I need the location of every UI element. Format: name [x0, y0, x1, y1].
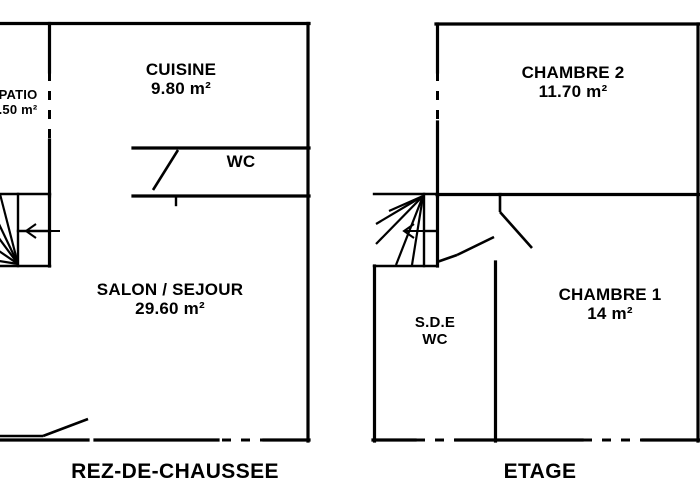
room-label-patio: PATIO .50 m²	[0, 87, 54, 117]
room-area-cuisine: 9.80 m²	[151, 79, 211, 99]
room-name-salon: SALON / SEJOUR	[96, 280, 244, 299]
room-area-salon: 29.60 m²	[135, 299, 205, 319]
room-area-chambre2: 11.70 m²	[538, 82, 608, 102]
room-label-wc: WC	[186, 152, 296, 171]
room-name-chambre2: CHAMBRE 2	[521, 63, 625, 82]
room-name-cuisine: CUISINE	[145, 60, 217, 79]
stair-treads-ground	[0, 193, 20, 266]
room-area-sde: WC	[422, 330, 448, 348]
room-label-chambre2: CHAMBRE 2 11.70 m²	[478, 63, 668, 101]
chambre2-door-swing-icon	[499, 211, 533, 249]
plan-title-upper-floor: ETAGE	[503, 460, 577, 483]
room-name-wc: WC	[226, 152, 256, 171]
upper-floor-plan-geometry	[371, 22, 700, 443]
plan-title-ground-floor: REZ-DE-CHAUSSEE	[71, 460, 279, 483]
room-label-cuisine: CUISINE 9.80 m²	[91, 60, 271, 98]
wc-door-swing-icon	[151, 149, 180, 191]
room-area-patio: .50 m²	[0, 101, 38, 117]
room-label-chambre1: CHAMBRE 1 14 m²	[520, 285, 700, 323]
room-label-sde-wc: S.D.E WC	[385, 314, 485, 349]
room-area-chambre1: 14 m²	[587, 304, 633, 324]
room-name-chambre1: CHAMBRE 1	[558, 285, 662, 304]
stair-up-arrowhead-ground	[24, 223, 37, 239]
room-label-salon: SALON / SEJOUR 29.60 m²	[60, 280, 280, 318]
stair-down-arrowhead-etage	[402, 223, 415, 239]
chambre1-door-swing-icon	[456, 235, 495, 257]
ground-floor-plan-geometry	[0, 21, 311, 443]
room-name-sde: S.D.E	[414, 314, 456, 331]
room-name-patio: PATIO	[0, 87, 38, 102]
landing-door-jamb	[436, 253, 458, 264]
entry-door-swing-icon	[42, 417, 89, 438]
